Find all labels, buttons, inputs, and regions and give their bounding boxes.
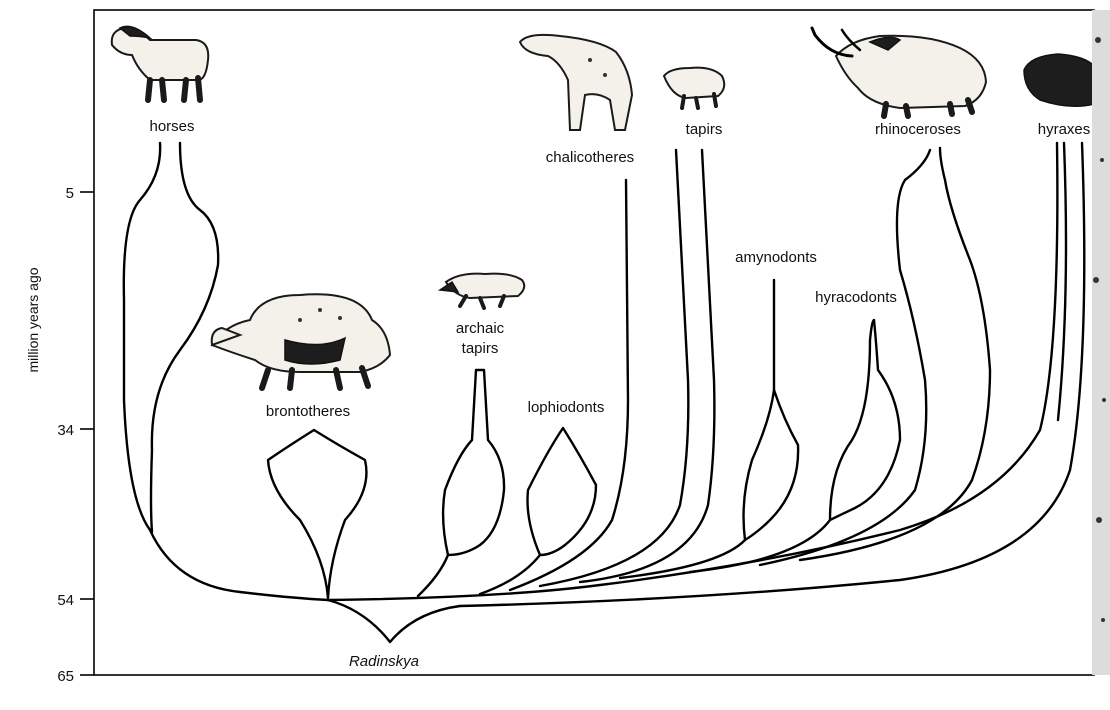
tapir-icon: [664, 68, 724, 108]
brontothere-icon: [212, 294, 390, 388]
label-hyracodonts: hyracodonts: [815, 289, 897, 306]
chalicothere-icon: [520, 35, 632, 130]
label-archaic-line2: tapirs: [462, 340, 499, 357]
axis-title: million years ago: [25, 267, 41, 372]
branch-rhinos-right: [800, 148, 990, 560]
branch-horses-right: [151, 143, 218, 532]
tick-label-65: 65: [57, 668, 74, 685]
label-radinskya: Radinskya: [349, 653, 419, 670]
branch-amynodonts-left: [620, 280, 774, 578]
rhinoceros-icon: [812, 28, 986, 116]
label-hyraxes: hyraxes: [1038, 121, 1091, 138]
branch-horses-left: [124, 143, 160, 530]
archaic-tapir-icon: [440, 274, 524, 308]
branch-hyraxes-mid: [1058, 143, 1066, 420]
trunk-hyraxes: [328, 143, 1057, 600]
tick-label-54: 54: [57, 592, 74, 609]
label-amynodonts: amynodonts: [735, 249, 817, 266]
label-horses: horses: [149, 118, 194, 135]
label-tapirs: tapirs: [686, 121, 723, 138]
branch-rhinos-left: [760, 150, 930, 565]
branch-chalicotheres: [510, 180, 628, 590]
branch-brontotheres: [268, 430, 366, 598]
label-chalicotheres: chalicotheres: [546, 149, 634, 166]
root-fork: [328, 600, 460, 642]
label-rhinoceroses: rhinoceroses: [875, 121, 961, 138]
tick-label-34: 34: [57, 422, 74, 439]
branch-tapirs-right: [580, 150, 714, 582]
label-brontotheres: brontotheres: [266, 403, 350, 420]
tick-label-5: 5: [66, 185, 74, 202]
tree-branches: [124, 143, 1084, 642]
label-lophiodonts: lophiodonts: [528, 399, 605, 416]
branch-tapirs-left: [540, 150, 688, 586]
y-axis: 5 34 54 65 million years ago: [25, 185, 94, 685]
stem-horses: [150, 530, 328, 600]
label-archaic-line1: archaic: [456, 320, 505, 337]
hyrax-icon: [1024, 54, 1094, 106]
branch-archaic-tapirs: [418, 370, 504, 596]
scan-edge: [1092, 10, 1110, 675]
branch-amynodonts-right: [745, 390, 798, 540]
horse-icon: [112, 26, 208, 100]
branch-hyracodonts: [690, 320, 900, 572]
